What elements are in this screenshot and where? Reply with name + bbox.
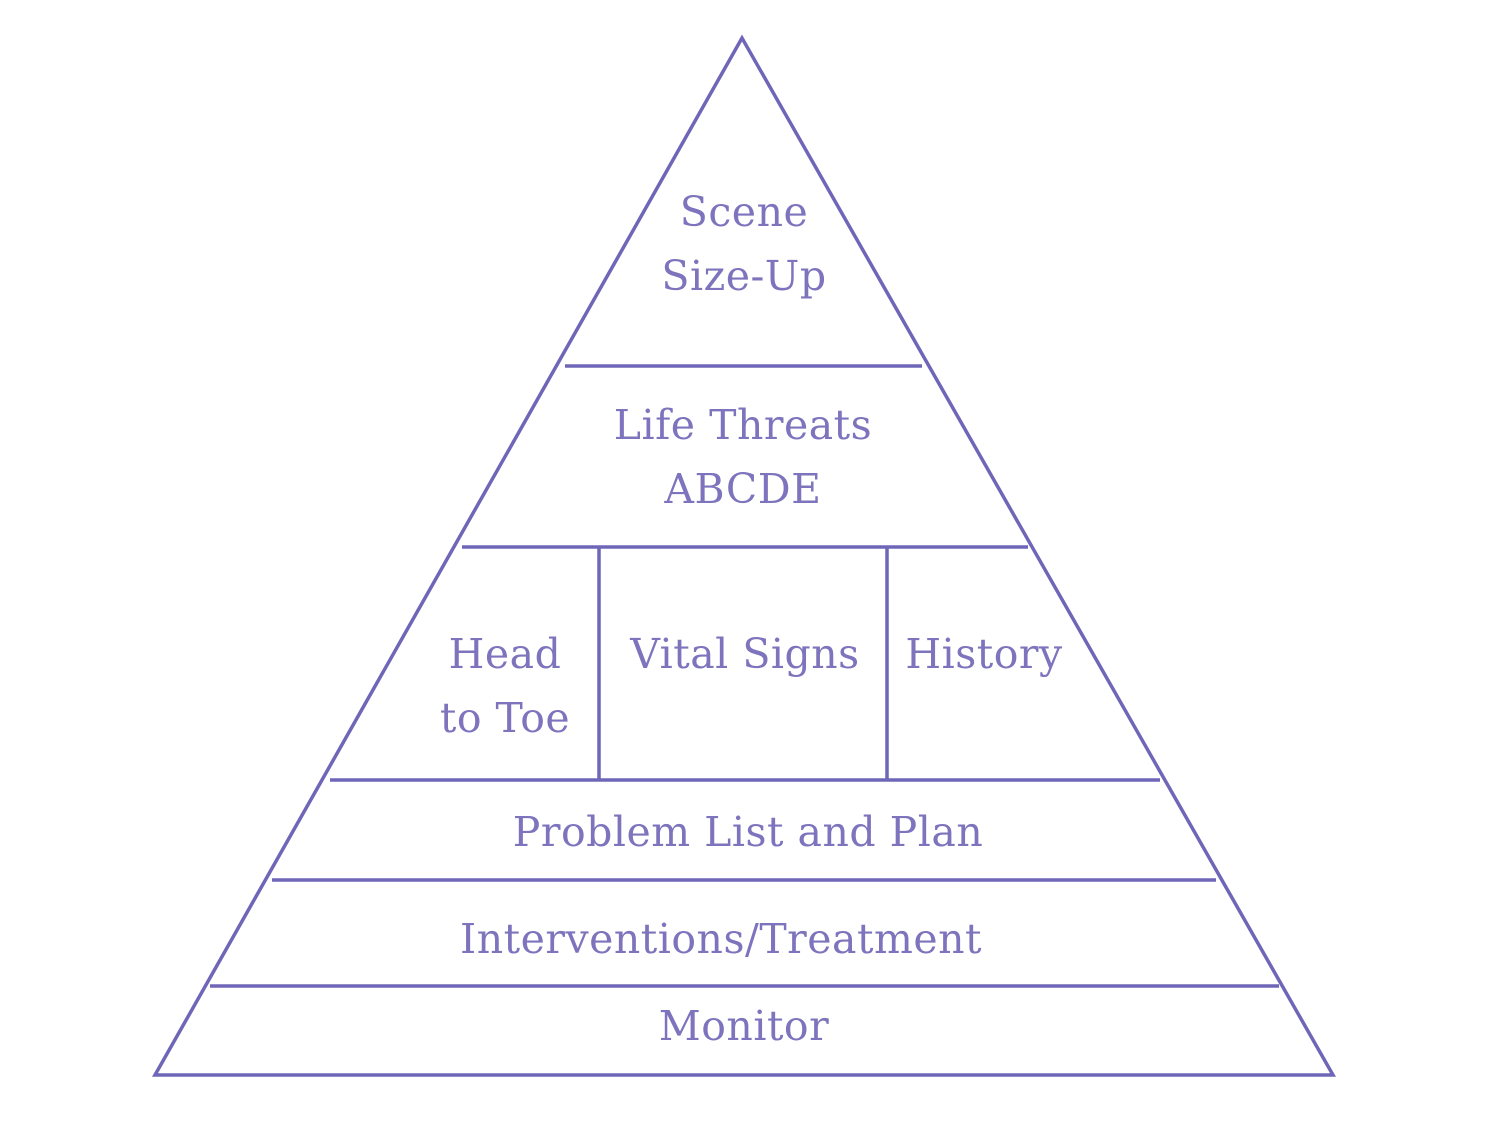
head-to-toe-label-line2: to Toe	[440, 694, 570, 742]
interventions-label: Interventions/Treatment	[460, 915, 982, 963]
scene-label-line1: Scene	[680, 188, 808, 236]
scene-label-line2: Size-Up	[661, 252, 826, 300]
problem-list-label: Problem List and Plan	[513, 808, 983, 856]
life-threats-label-line2: ABCDE	[663, 465, 821, 513]
life-threats-label-line1: Life Threats	[614, 401, 872, 449]
vital-signs-label: Vital Signs	[629, 630, 859, 678]
head-to-toe-label-line1: Head	[449, 630, 562, 678]
history-label: History	[905, 630, 1063, 678]
monitor-label: Monitor	[659, 1002, 829, 1050]
pyramid-outline	[151, 34, 1337, 1077]
